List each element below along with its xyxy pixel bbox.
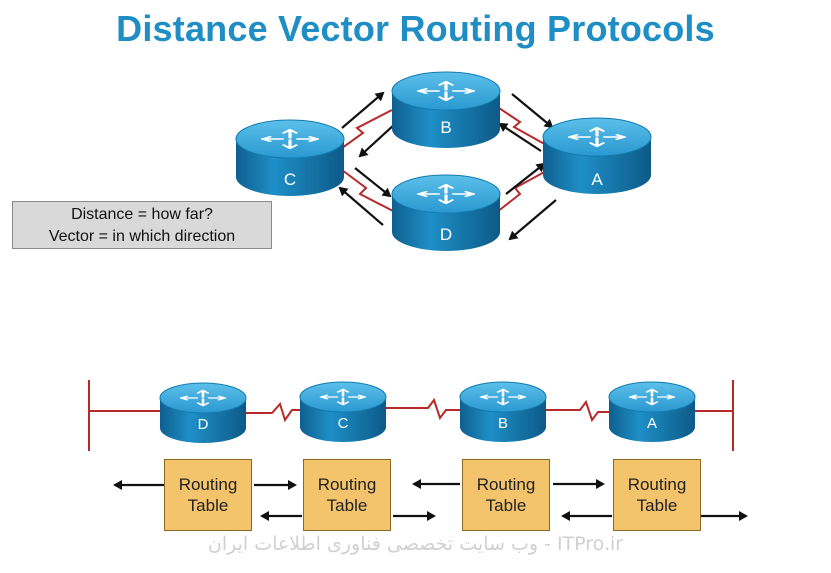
router-b-label: B — [440, 118, 451, 137]
routing-table-d-line2: Table — [187, 496, 229, 515]
arrow-a-to-b — [498, 122, 542, 152]
note-distance: Distance = how far? — [71, 206, 213, 223]
link-b-a — [495, 105, 549, 147]
arrow-d-to-a — [505, 162, 546, 195]
routing-table-b-line2: Table — [485, 496, 527, 515]
routing-table-a: Routing Table — [613, 459, 701, 531]
routing-table-c-line1: Routing — [317, 475, 377, 494]
router-c-label: C — [284, 170, 296, 189]
routing-table-b: Routing Table — [462, 459, 550, 531]
arrow-c-to-d — [354, 167, 392, 198]
top-serial-links — [341, 105, 549, 213]
top-direction-arrows — [338, 91, 557, 241]
router-a: A — [543, 118, 651, 194]
note-vector: Vector = in which direction — [48, 228, 236, 245]
link-d-a — [496, 169, 549, 213]
serial-c-b — [386, 397, 460, 421]
routing-table-c: Routing Table — [303, 459, 391, 531]
serial-b-a — [546, 399, 612, 423]
router-d-label: D — [440, 225, 452, 244]
arrow-b-to-c — [358, 123, 396, 158]
serial-d-c — [246, 402, 300, 423]
bottom-router-c: C — [300, 382, 386, 442]
routing-table-arrows — [113, 479, 748, 521]
bottom-network-links — [88, 380, 734, 451]
routing-table-d-line1: Routing — [178, 475, 238, 494]
arrow-c-to-b — [341, 91, 385, 129]
router-c: C — [236, 120, 344, 196]
watermark-footer: ITPro.ir - وب سایت تخصصی فناوری اطلاعات … — [207, 533, 624, 555]
arrow-a-to-d — [508, 199, 557, 241]
router-b: B — [392, 72, 500, 148]
arrow-b-to-a — [511, 93, 554, 129]
router-d: D — [392, 175, 500, 251]
routing-table-c-line2: Table — [326, 496, 368, 515]
bottom-router-a: A — [609, 382, 695, 442]
bottom-router-d: D — [160, 383, 246, 443]
link-c-b — [341, 109, 393, 149]
bottom-router-b-label: B — [498, 415, 508, 432]
routing-table-a-line1: Routing — [627, 475, 687, 494]
arrow-d-to-c — [338, 186, 384, 226]
routing-table-a-line2: Table — [636, 496, 678, 515]
routing-table-b-line1: Routing — [476, 475, 536, 494]
bottom-router-a-label: A — [647, 415, 657, 432]
bottom-router-d-label: D — [198, 416, 209, 433]
router-a-label: A — [591, 170, 603, 189]
link-c-d — [341, 169, 396, 213]
bottom-router-c-label: C — [338, 415, 349, 432]
routing-table-d: Routing Table — [164, 459, 252, 531]
diagram-title: Distance Vector Routing Protocols — [116, 8, 715, 49]
bottom-router-b: B — [460, 382, 546, 442]
distance-vector-note: Distance = how far? Vector = in which di… — [12, 201, 272, 249]
